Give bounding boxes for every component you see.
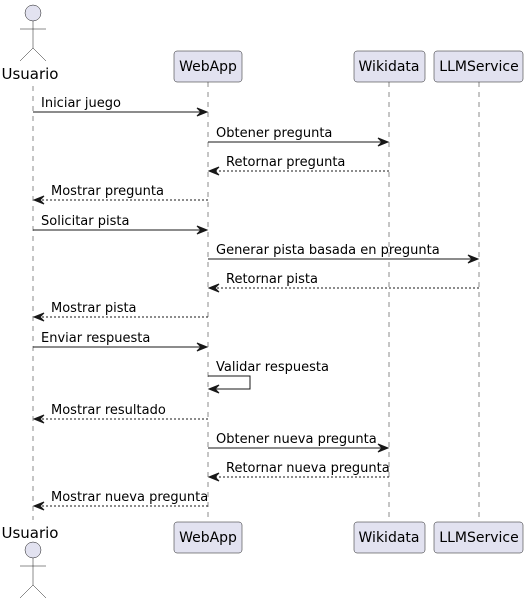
message-14: Mostrar nueva pregunta [32, 490, 208, 511]
message-1: Iniciar juego [33, 96, 209, 117]
message-label: Mostrar pista [51, 301, 137, 316]
message-label: Iniciar juego [41, 96, 121, 111]
actor-usuario-top: Usuario [1, 4, 59, 83]
participant-label: Wikidata [359, 530, 420, 546]
message-4: Mostrar pregunta [32, 184, 208, 205]
message-5: Solicitar pista [33, 214, 209, 235]
message-11: Mostrar resultado [32, 403, 208, 424]
message-label: Solicitar pista [41, 214, 129, 229]
actor-usuario-bottom: Usuario [1, 524, 59, 599]
participant-webapp-top: WebApp [173, 50, 243, 83]
participant-label: LLMService [439, 530, 518, 546]
message-label: Enviar respuesta [41, 331, 150, 346]
actor-label-bottom: Usuario [1, 524, 58, 542]
message-label: Mostrar pregunta [51, 184, 164, 199]
participant-wikidata-top: Wikidata [353, 50, 426, 83]
message-label: Validar respuesta [216, 360, 329, 375]
message-label: Mostrar resultado [51, 403, 166, 418]
actor-head-icon [24, 541, 42, 559]
message-label: Obtener pregunta [216, 126, 332, 141]
participant-llmservice-bottom: LLMService [433, 521, 524, 554]
message-13: Retornar nueva pregunta [207, 461, 390, 482]
actor-label-top: Usuario [1, 65, 58, 83]
participant-label: LLMService [439, 59, 518, 75]
participant-wikidata-bottom: Wikidata [353, 521, 426, 554]
message-3: Retornar pregunta [207, 155, 389, 176]
message-label: Retornar nueva pregunta [226, 461, 390, 476]
message-12: Obtener nueva pregunta [208, 432, 390, 453]
participant-label: Wikidata [359, 59, 420, 75]
message-label: Generar pista basada en pregunta [216, 243, 440, 258]
participant-webapp-bottom: WebApp [173, 521, 243, 554]
message-label: Retornar pista [226, 272, 318, 287]
participant-llmservice-top: LLMService [433, 50, 524, 83]
message-self-10: Validar respuesta [207, 360, 329, 394]
message-label: Obtener nueva pregunta [216, 432, 377, 447]
participant-label: WebApp [179, 59, 237, 75]
message-label: Mostrar nueva pregunta [51, 490, 208, 505]
message-6: Generar pista basada en pregunta [208, 243, 480, 264]
actor-head-icon [24, 4, 42, 22]
message-8: Mostrar pista [32, 301, 208, 322]
message-9: Enviar respuesta [33, 331, 209, 352]
message-label: Retornar pregunta [226, 155, 345, 170]
message-7: Retornar pista [207, 272, 479, 293]
message-2: Obtener pregunta [208, 126, 390, 147]
participant-label: WebApp [179, 530, 237, 546]
